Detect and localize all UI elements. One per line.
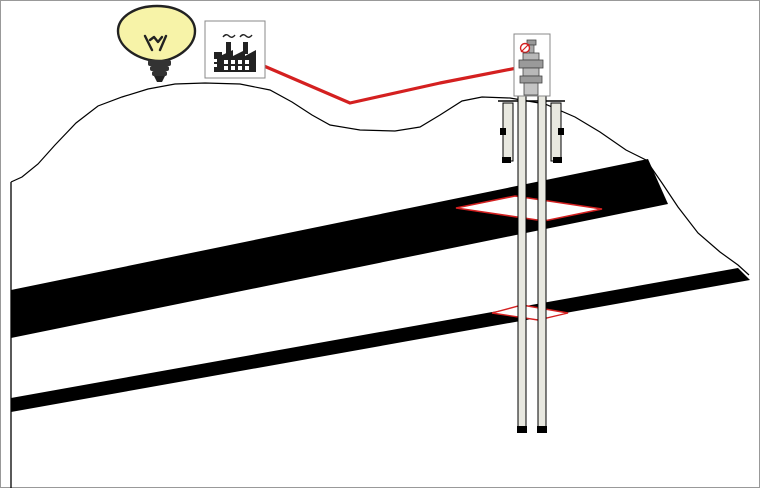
power-line: [263, 64, 528, 105]
well-pipe-left: [517, 95, 527, 433]
factory-icon: [204, 20, 266, 79]
surface-casing: [498, 100, 565, 163]
wellhead-valve-icon: [513, 33, 551, 97]
fracture-zone-upper: [455, 195, 603, 222]
lightbulb-icon: [116, 4, 197, 82]
terrain-profile: [10, 82, 750, 276]
well-pipe-right: [537, 95, 547, 433]
lower-rock-layer: [11, 268, 750, 412]
